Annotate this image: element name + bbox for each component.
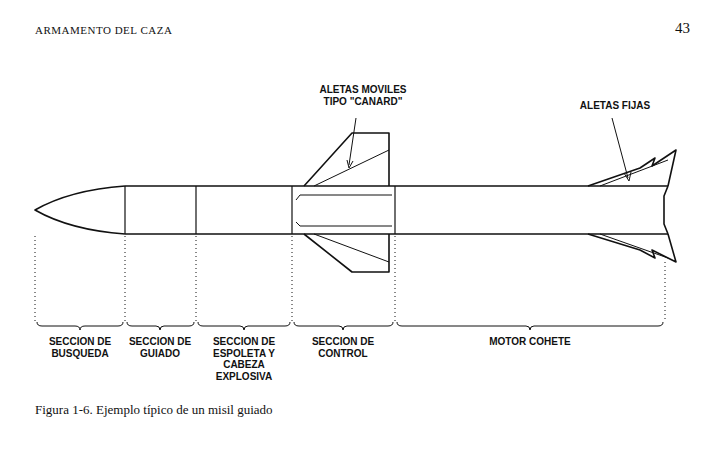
leader-arrow [347,160,353,168]
leader-line [349,118,356,165]
fin-line [314,234,389,262]
nozzle [664,186,668,234]
section-label: SECCION DE ESPOLETA Y CABEZA EXPLOSIVA [197,336,291,382]
nose-cone [35,186,125,234]
fin-line [600,234,668,258]
section-label: SECCION DE BUSQUEDA [40,336,120,359]
section-label: SECCION DE CONTROL [298,336,388,359]
section-divider [125,186,395,234]
canard-fin [304,234,389,272]
page-number: 43 [640,20,690,37]
callout-label: ALETAS FIJAS [570,100,660,112]
fixed-fin [588,234,676,262]
section-bracket [35,236,665,330]
leader-line [612,118,628,178]
callout-label: ALETAS MOVILES TIPO "CANARD" [313,84,413,107]
fin-line [314,150,389,186]
section-label: SECCION DE GUIADO [128,336,192,359]
fin-line [600,160,668,186]
canard-fin [304,133,389,186]
section-label: MOTOR COHETE [470,336,590,348]
figure-caption: Figura 1-6. Ejemplo típico de un misil g… [35,402,273,418]
fixed-fin [588,150,676,186]
missile-body [125,186,668,234]
fin-root [296,195,392,226]
running-header: ARMAMENTO DEL CAZA [35,24,235,37]
leader-arrow [624,172,631,181]
